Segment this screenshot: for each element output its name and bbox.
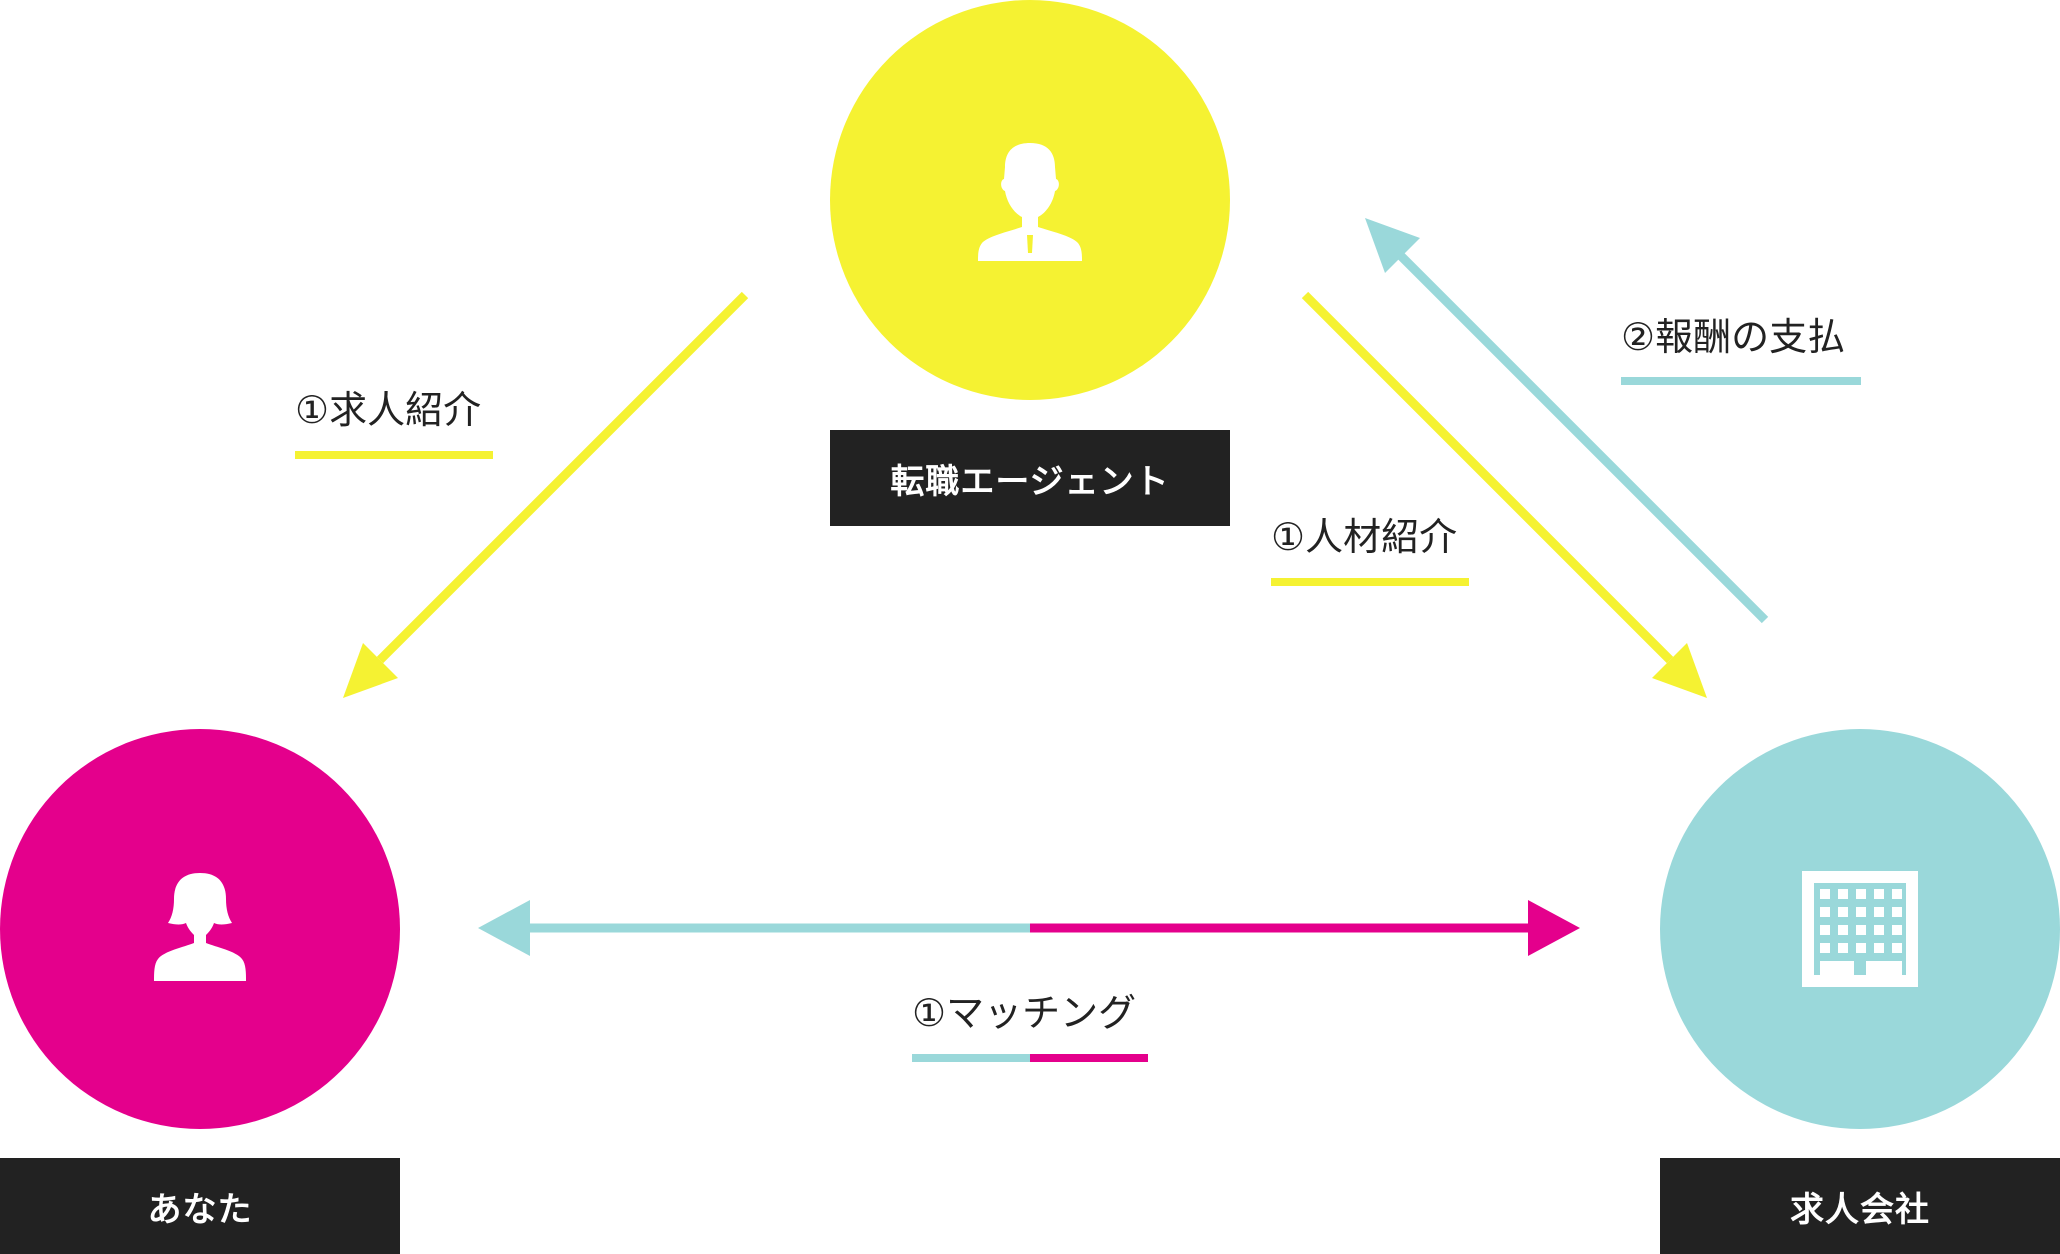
agent-label: 転職エージェント [830, 430, 1230, 526]
you-circle [0, 729, 400, 1129]
company-circle [1660, 729, 2060, 1129]
arrow-matching [478, 900, 1580, 956]
payment-underline [1621, 377, 1861, 385]
arrow-job-intro [343, 291, 749, 698]
arrow-talent-intro [1301, 291, 1707, 698]
talent-intro-underline [1271, 578, 1469, 586]
company-label: 求人会社 [1660, 1158, 2060, 1254]
agent-circle [830, 0, 1230, 400]
matching-underline-cyan [912, 1054, 1030, 1062]
job-intro-label: ①求人紹介 [295, 388, 482, 432]
matching-label: ①マッチング [912, 991, 1137, 1035]
job-intro-underline [295, 451, 493, 459]
office-building-icon [1802, 871, 1918, 987]
matching-underline-magenta [1030, 1054, 1148, 1062]
female-person-icon [154, 873, 246, 981]
payment-label: ②報酬の支払 [1621, 315, 1846, 359]
you-label: あなた [0, 1158, 400, 1254]
arrow-payment [1365, 218, 1769, 624]
male-person-icon [978, 143, 1082, 261]
talent-intro-label: ①人材紹介 [1271, 515, 1458, 559]
